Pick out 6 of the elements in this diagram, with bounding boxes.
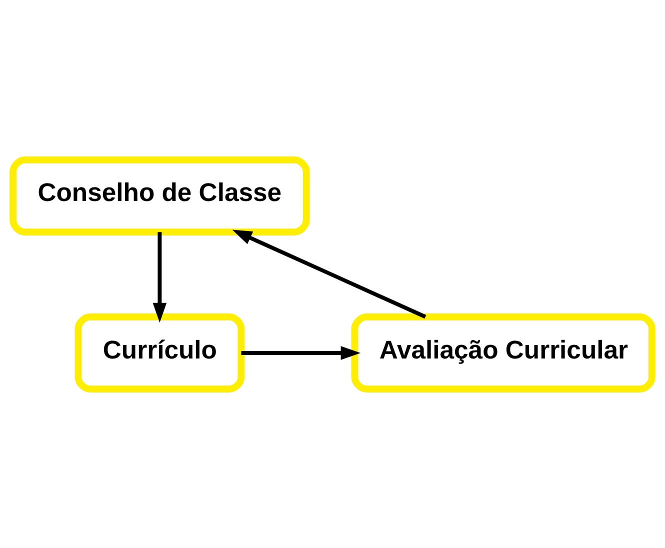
arrow: [152, 232, 167, 322]
arrow: [232, 229, 426, 318]
arrow: [241, 346, 361, 360]
node-box: Conselho de Classe: [10, 156, 310, 235]
node-box: Currículo: [74, 313, 245, 392]
node-box: Avaliação Curricular: [351, 313, 656, 392]
